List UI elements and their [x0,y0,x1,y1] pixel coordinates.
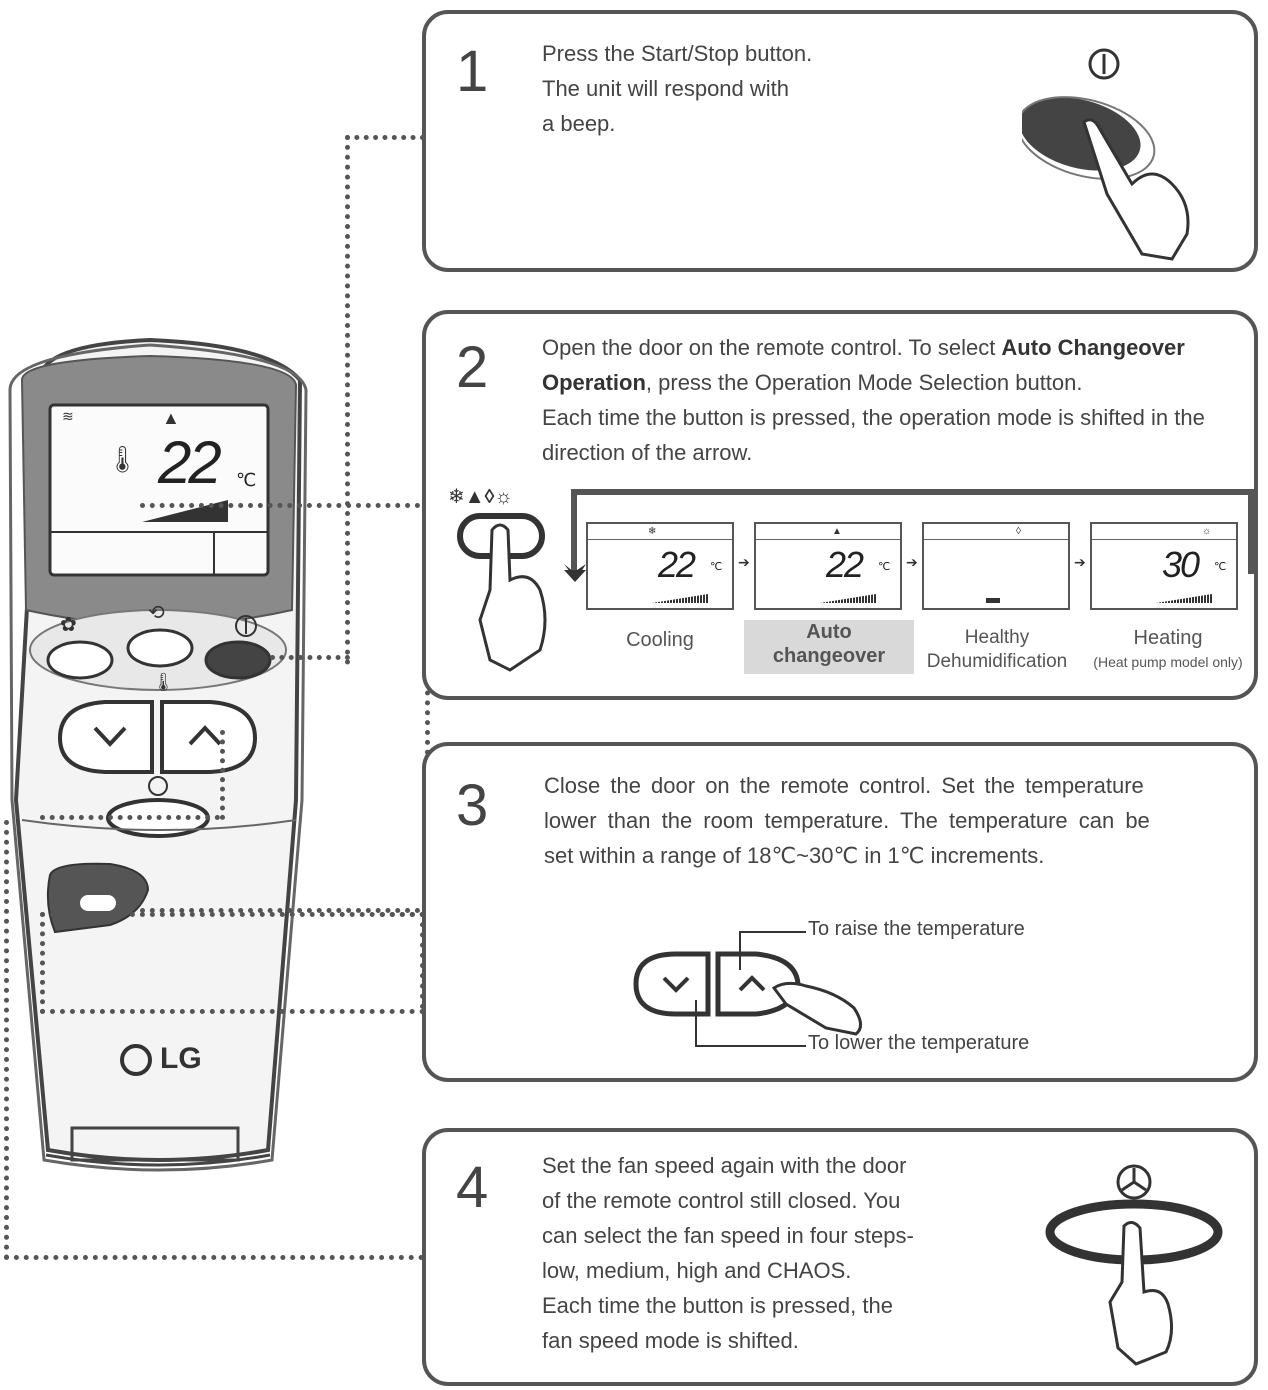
step4-panel: 4 Set the fan speed again with the door … [422,1128,1258,1386]
step3-line: Close the door on the remote control. Se… [544,773,1144,798]
lower-temperature-label: To lower the temperature [808,1032,1030,1054]
step3-text: Close the door on the remote control. Se… [544,768,1244,873]
mode-label-cooling: Cooling [626,629,694,651]
step4-line: Each time the button is pressed, the [542,1293,893,1318]
display-temp: 22 [826,544,864,585]
step2-line1-bold: Auto Changeover [1001,335,1185,360]
step1-text: Press the Start/Stop button. The unit wi… [542,36,812,141]
connector-step1-bottom [270,655,350,660]
connector-step3-inner [40,815,220,820]
step2-text: Open the door on the remote control. To … [542,330,1242,470]
display-unit: ℃ [878,561,891,573]
mode-display-heating: ☼ 30 ℃ [1090,522,1238,610]
connector-step2 [140,503,430,913]
remote-lcd-unit: ℃ [236,470,257,490]
connector-step3-updown [220,730,225,820]
step2-number: 2 [456,335,489,400]
mode-cycle-arrow [564,489,1254,582]
remote-fan-icon: ✿ [60,614,77,636]
display-unit: ℃ [1214,561,1227,573]
start-stop-press-illustration [1022,48,1190,261]
mode-display-cooling: ❄ 22 ℃ [586,522,734,610]
step2-line1: Open the door on the remote control. To … [542,335,1002,360]
step3-panel: 3 Close the door on the remote control. … [422,742,1258,1082]
arrow-right-icon: ➔ [738,554,750,570]
step4-line: can select the fan speed in four steps- [542,1223,914,1248]
step4-text: Set the fan speed again with the door of… [542,1148,914,1358]
step2-line4: direction of the arrow. [542,440,753,465]
step2-line2-bold: Operation [542,370,646,395]
remote-swing-icon: ⟲ [148,602,165,624]
step1-number: 1 [456,39,489,104]
fan-speed-press-illustration [1045,1164,1223,1366]
remote-lcd-temperature: 22 [158,429,222,496]
arrow-right-icon: ➔ [906,554,918,570]
connector-step1 [345,135,425,665]
mode-label-heating: Heating (Heat pump model only) [1093,627,1243,670]
connector-step3 [40,912,425,1014]
remote-lcd-signal-icon: ≋ [62,408,74,424]
sun-icon: ☼ [1202,526,1212,537]
mode-button-press-illustration [457,513,547,672]
auto-icon: ▲ [832,526,842,537]
mode-label-dehumidification: Healthy Dehumidification [926,627,1068,672]
step4-line: low, medium, high and CHAOS. [542,1258,852,1283]
step2-line2: , press the Operation Mode Selection but… [645,370,1083,395]
mode-label-auto-changeover: Auto changeover [744,620,914,674]
arrow-right-icon: ➔ [1074,554,1086,570]
step2-panel: 2 Open the door on the remote control. T… [422,310,1258,700]
step3-number: 3 [456,773,489,838]
step4-line: fan speed mode is shifted. [542,1328,799,1353]
display-unit: ℃ [710,561,723,573]
remote-lcd-thermometer-icon: 🌡 [106,444,140,474]
mode-display-auto: ▲ 22 ℃ [754,522,902,610]
step3-line: lower than the room temperature. The tem… [544,808,1150,833]
raise-temperature-label: To raise the temperature [808,918,1025,940]
display-temp: 30 [1162,544,1200,585]
temperature-buttons-illustration [633,931,862,1047]
remote-control [8,337,308,1172]
step1-line: Press the Start/Stop button. [542,41,813,66]
step2-line3: Each time the button is pressed, the ope… [542,405,1205,430]
step3-line: set within a range of 18℃~30℃ in 1℃ incr… [544,843,1045,868]
step4-line: Set the fan speed again with the door [542,1153,907,1178]
drop-icon: ◊ [1016,526,1021,537]
snowflake-icon: ❄ [648,526,657,537]
step4-line: of the remote control still closed. You [542,1188,901,1213]
remote-temp-icon: 🌡 [152,672,175,692]
display-temp: 22 [658,544,696,585]
step4-number: 4 [456,1155,489,1220]
mode-selection-symbols: ❄▲◊☼ [448,486,513,508]
step1-line: The unit will respond with [542,76,790,101]
remote-brand: LG [160,1042,202,1075]
step1-line: a beep. [542,111,616,136]
remote-lcd-mode-icon: ▲ [162,408,180,428]
mode-display-dehumidification: ◊ [922,522,1070,610]
step1-panel: 1 Press the Start/Stop button. The unit … [422,10,1258,272]
connector-step4 [4,820,424,1260]
